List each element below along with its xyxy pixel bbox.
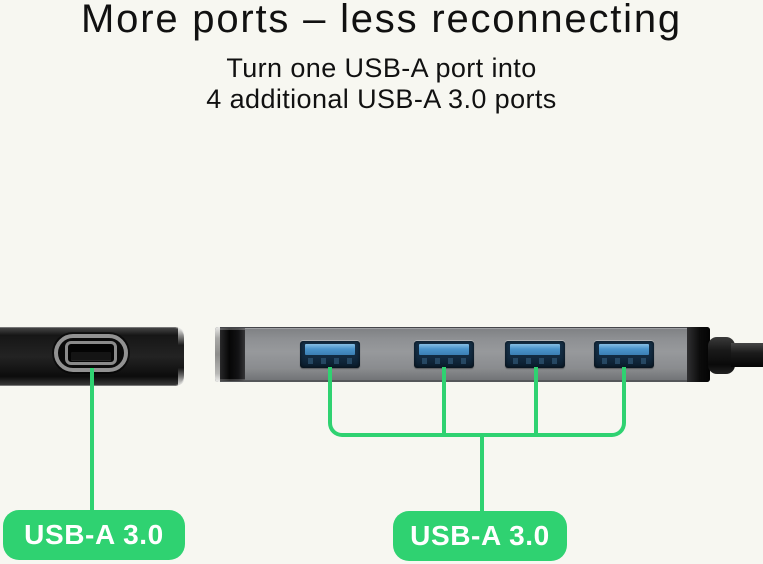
callout-bracket-hub-ports	[328, 367, 626, 437]
label-usb-a-upstream: USB-A 3.0	[3, 510, 185, 560]
subtitle: Turn one USB-A port into 4 additional US…	[0, 53, 763, 115]
subtitle-line-2: 4 additional USB-A 3.0 ports	[206, 84, 557, 114]
page-title: More ports – less reconnecting	[81, 0, 682, 41]
hub-left-end-cap	[219, 328, 245, 381]
callout-bracket-stem	[480, 433, 484, 513]
subtitle-line-1: Turn one USB-A port into	[226, 53, 537, 83]
usb-port-tongue	[305, 344, 355, 355]
label-usb-a-upstream-text: USB-A 3.0	[24, 519, 164, 550]
callout-line-port-3	[534, 367, 538, 434]
callout-line-left-port	[90, 368, 94, 510]
usb-a-upstream-port-ring	[54, 334, 128, 372]
hub-usb-a-port-4	[594, 341, 654, 368]
usb-hub-device	[215, 327, 710, 382]
callout-line-port-2	[442, 367, 446, 434]
adapter-edge-highlight	[178, 328, 184, 385]
hub-usb-a-port-1	[300, 341, 360, 368]
hub-usb-a-port-2	[414, 341, 474, 368]
cable-strain-relief	[708, 337, 735, 374]
hub-left-rim-highlight	[215, 327, 220, 382]
label-usb-a-hub-ports-text: USB-A 3.0	[410, 520, 550, 551]
usb-port-tongue	[599, 344, 649, 355]
hub-cable	[731, 343, 763, 367]
usb-a-connector-tab	[71, 352, 111, 360]
usb-port-contacts	[308, 358, 352, 364]
hub-usb-a-port-3	[505, 341, 565, 368]
usb-port-tongue	[510, 344, 560, 355]
usb-port-contacts	[513, 358, 557, 364]
hub-right-end-cap	[687, 327, 710, 382]
label-usb-a-hub-ports: USB-A 3.0	[393, 511, 567, 561]
usb-a-upstream-port	[65, 341, 117, 365]
usb-port-contacts	[422, 358, 466, 364]
usb-port-tongue	[419, 344, 469, 355]
usb-port-contacts	[602, 358, 646, 364]
